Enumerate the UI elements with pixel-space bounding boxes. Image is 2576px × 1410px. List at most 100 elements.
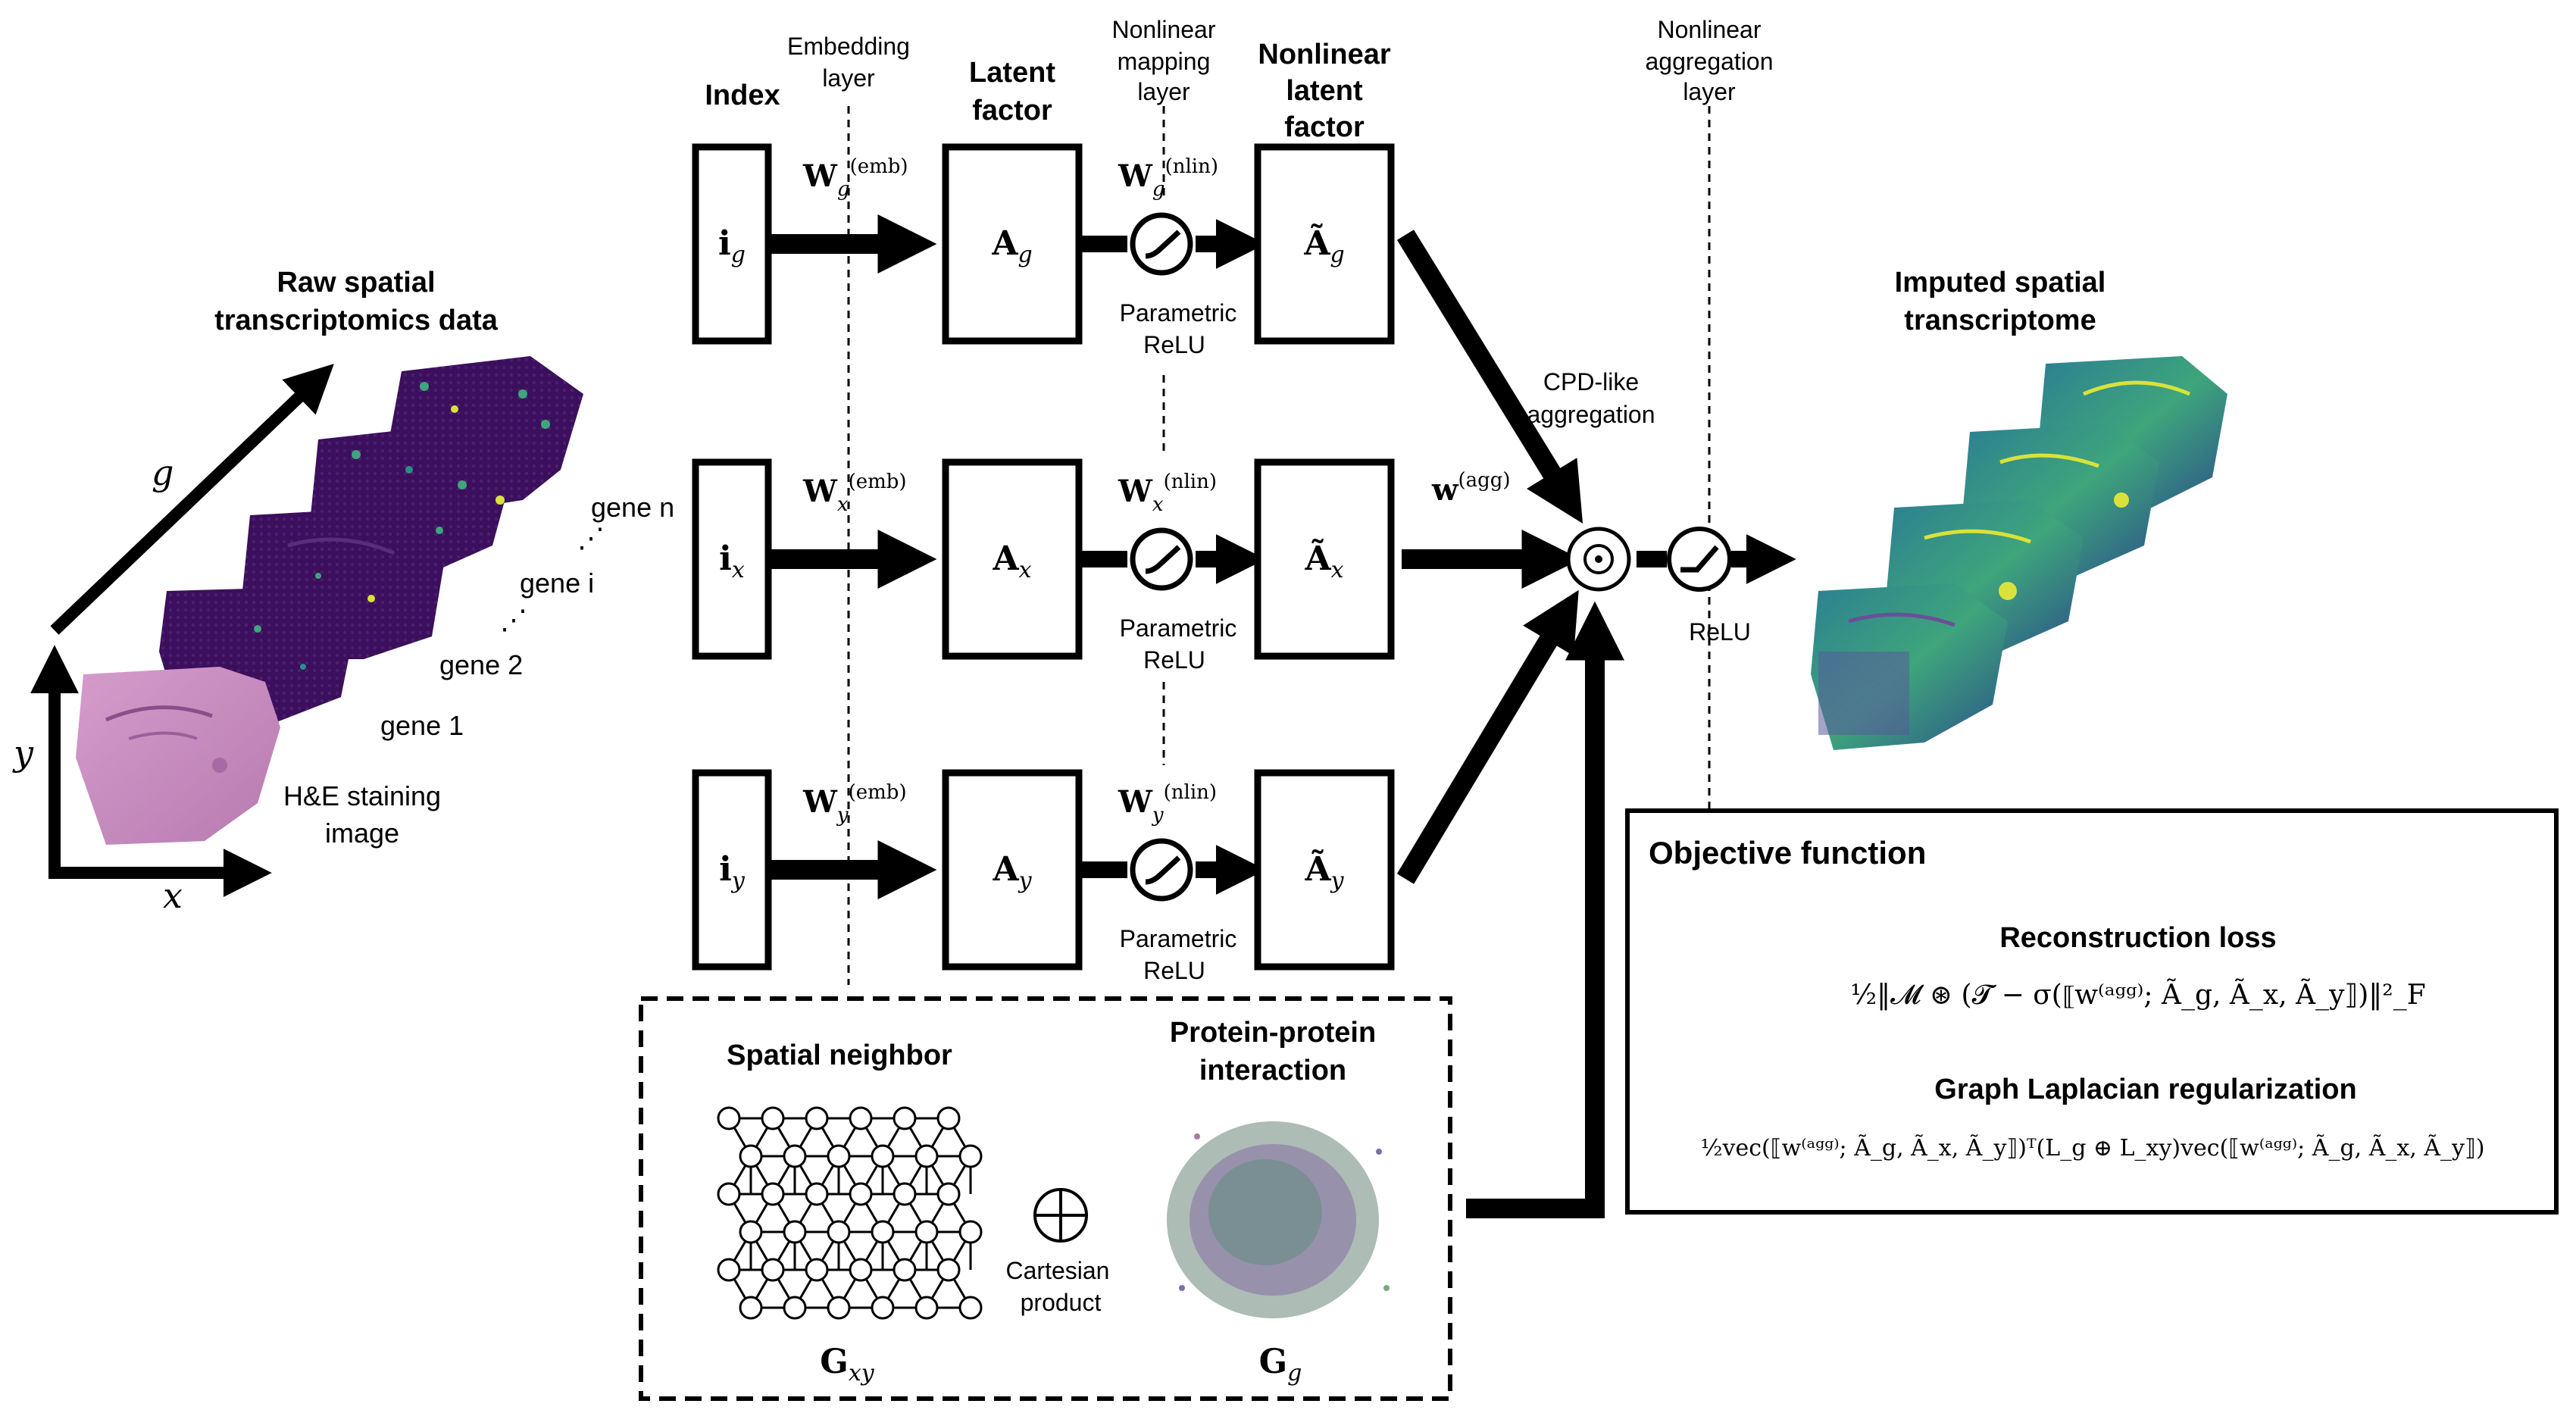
prelu-curve-icon-x <box>1145 545 1181 574</box>
agg-arrow-from-g <box>1396 230 1583 524</box>
prelu-curve-icon-g <box>1145 230 1181 259</box>
nonlinear-mapping-line2: mapping <box>1118 48 1211 75</box>
lattice-node <box>761 1106 785 1130</box>
latent-subscript: g <box>1018 242 1032 268</box>
w-emb-superscript: (emb) <box>849 471 907 493</box>
latent-box-g <box>942 143 1083 345</box>
latent-box-x <box>942 458 1083 660</box>
graph-regularization-box: Spatial neighbor Protein-protein interac… <box>639 996 1452 1401</box>
nonlinear-mapping-line1: Nonlinear <box>1112 16 1216 43</box>
gene-2-label: gene 2 <box>439 649 523 680</box>
aggregation-block: CPD-like aggregation w(agg) ReLU <box>1396 230 1796 1218</box>
prelu-label-line2-x: ReLU <box>1143 646 1205 674</box>
nl-latent-box-y <box>1254 769 1395 971</box>
lattice-node <box>958 1296 983 1320</box>
lattice-node <box>827 1220 851 1244</box>
latent-letter: A <box>992 539 1019 578</box>
layer-labels: Embedding layer Nonlinear mapping layer … <box>787 16 1774 985</box>
w-emb-label-x: Wx(emb) <box>802 471 907 516</box>
index-letter: i <box>718 224 731 263</box>
latent-subscript: x <box>1019 557 1032 583</box>
ppi-title-line1: Protein-protein <box>1170 1017 1376 1049</box>
nonlinear-aggregation-line1: Nonlinear <box>1658 16 1762 43</box>
header-latent-line2: factor <box>972 95 1052 127</box>
w-nlin-subscript: g <box>1152 178 1165 201</box>
axis-y-label: y <box>12 733 34 774</box>
lattice-node <box>914 1296 939 1320</box>
prelu-icon-g <box>1130 212 1193 276</box>
spatial-neighbor-graph <box>717 1106 983 1320</box>
lattice-node <box>827 1296 851 1320</box>
w-nlin-letter: W <box>1118 158 1153 194</box>
latent-box-y <box>942 769 1083 971</box>
w-emb-subscript: y <box>836 804 849 827</box>
index-label-y: iy <box>719 850 746 894</box>
index-subscript: g <box>731 242 746 268</box>
graph-to-agg-arrow <box>1466 601 1624 1218</box>
raw-data-panel: Raw spatial transcriptomics data <box>12 267 674 916</box>
he-staining-slice <box>76 667 280 845</box>
lattice-node <box>783 1144 807 1168</box>
prelu-label-line2-y: ReLU <box>1143 957 1205 984</box>
lattice-node <box>849 1258 873 1282</box>
w-emb-label-y: Wy(emb) <box>802 781 907 827</box>
w-nlin-label-x: Wx(nlin) <box>1118 471 1217 516</box>
ellipsis-lower: ⋰ <box>500 604 527 635</box>
lattice-node <box>805 1106 829 1130</box>
lattice-node <box>958 1220 983 1244</box>
nonlinear-aggregation-line3: layer <box>1683 78 1736 105</box>
raw-data-title-line1: Raw spatial <box>277 267 435 299</box>
w-nlin-label-y: Wy(nlin) <box>1118 781 1217 827</box>
objective-function-box: Objective function Reconstruction loss ½… <box>1625 808 2559 1215</box>
lattice-node <box>871 1220 895 1244</box>
lattice-node <box>717 1258 741 1282</box>
index-label-x: ix <box>719 539 745 583</box>
w-nlin-letter: W <box>1118 474 1153 509</box>
lattice-node <box>849 1182 873 1206</box>
axis-x-label: x <box>163 875 183 916</box>
cpd-label-line1: CPD-like <box>1543 368 1639 395</box>
w-emb-letter: W <box>802 784 838 820</box>
lattice-node <box>805 1182 829 1206</box>
nl-latent-label-g: Ãg <box>1303 223 1344 268</box>
w-nlin-label-g: Wg(nlin) <box>1118 155 1218 201</box>
factor-rows: igWg(emb)AgWg(nlin)ParametricReLUÃgixWx(… <box>692 143 1395 984</box>
latent-label-y: Ay <box>992 850 1032 894</box>
lattice-node <box>739 1296 763 1320</box>
embedding-layer-line1: Embedding <box>787 33 910 60</box>
graph-reg-title: Graph Laplacian regularization <box>1934 1074 2356 1105</box>
w-emb-superscript: (emb) <box>850 155 908 178</box>
w-nlin-superscript: (nlin) <box>1165 155 1218 178</box>
w-emb-letter: W <box>802 158 838 194</box>
header-nl-latent-line3: factor <box>1284 111 1365 143</box>
latent-label-g: Ag <box>991 224 1032 268</box>
w-emb-label-g: Wg(emb) <box>802 155 908 201</box>
index-box-x <box>692 458 772 660</box>
he-label-line2: image <box>325 818 399 849</box>
prelu-label-line1-x: Parametric <box>1120 614 1237 642</box>
lattice-node <box>893 1182 917 1206</box>
nl-latent-subscript: y <box>1330 868 1345 894</box>
w-emb-subscript: x <box>837 493 849 516</box>
nl-latent-label-y: Ãy <box>1304 849 1344 894</box>
latent-letter: A <box>992 850 1019 889</box>
index-subscript: x <box>732 557 745 583</box>
lattice-node <box>761 1182 785 1206</box>
w-emb-superscript: (emb) <box>849 781 907 804</box>
prelu-label-line1-y: Parametric <box>1120 925 1237 952</box>
lattice-node <box>893 1106 917 1130</box>
index-letter: i <box>719 850 732 889</box>
lattice-node <box>936 1106 961 1130</box>
column-headers: Index Latent factor Nonlinear latent fac… <box>705 39 1390 143</box>
lattice-node <box>893 1258 917 1282</box>
index-label-g: ig <box>718 224 746 268</box>
index-box-y <box>692 769 772 971</box>
index-box-g <box>692 143 772 345</box>
lattice-node <box>717 1182 741 1206</box>
raw-data-title-line2: transcriptomics data <box>214 305 499 336</box>
lattice-node <box>783 1296 807 1320</box>
lattice-node <box>936 1182 961 1206</box>
imputed-slice-front <box>1811 583 2008 750</box>
